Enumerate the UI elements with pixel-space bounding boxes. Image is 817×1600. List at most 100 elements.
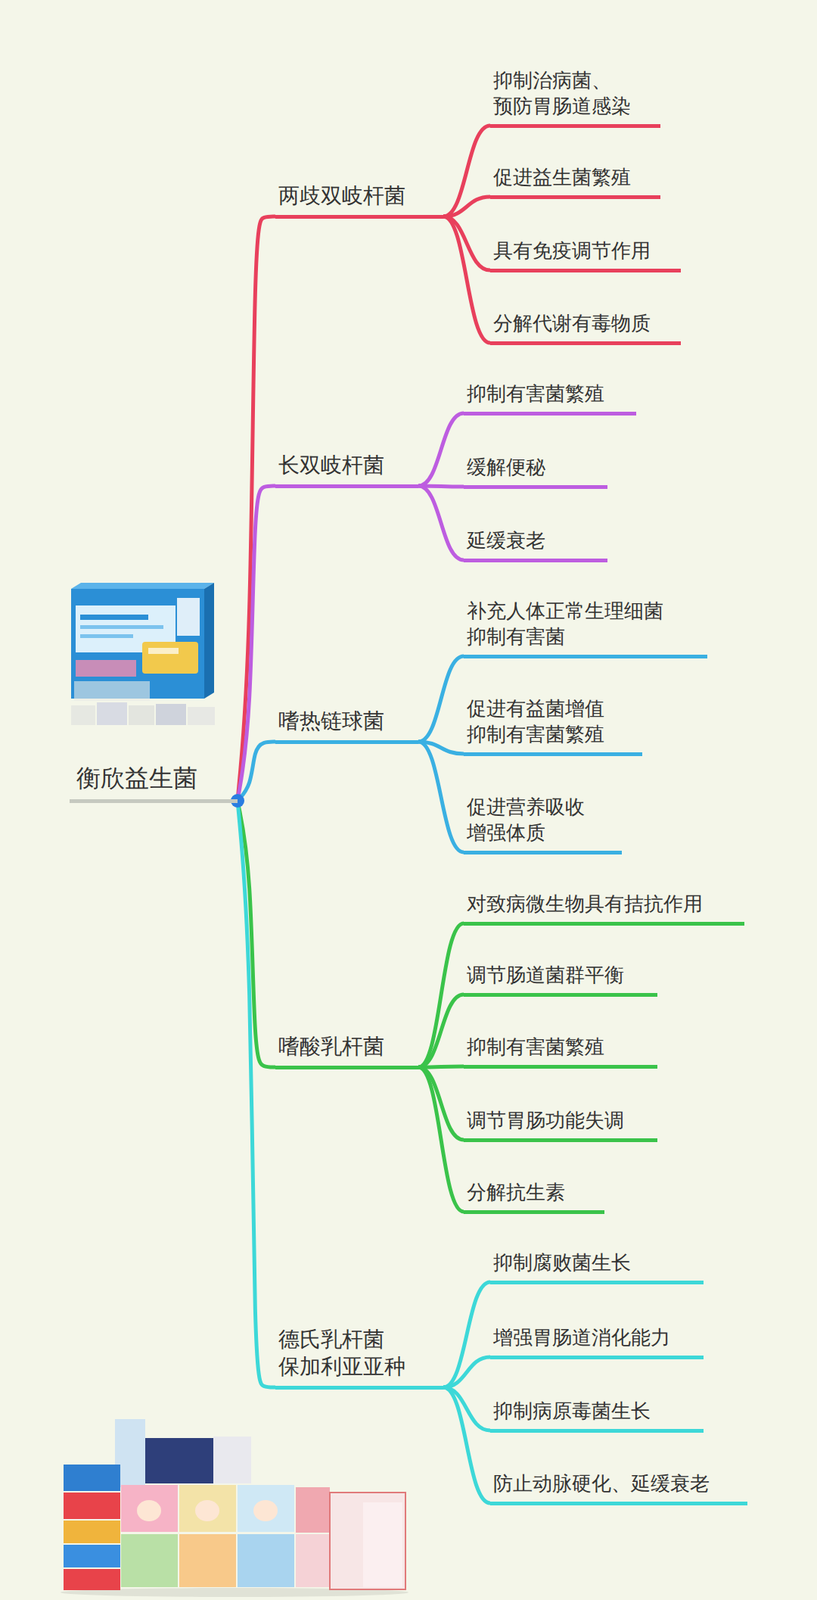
product-box: [179, 1533, 237, 1587]
blur-patch: [187, 706, 215, 725]
leaf-topic: 分解代谢有毒物质: [490, 310, 681, 345]
topic-text: 具有免疫调节作用: [493, 238, 674, 265]
topic-text: 促进益生菌繁殖: [493, 164, 653, 191]
topic-text: 调节胃肠功能失调: [466, 1107, 650, 1134]
leaf-topic: 对致病微生物具有拮抗作用: [463, 891, 745, 926]
product-box: [121, 1484, 178, 1532]
central-topic: 衡欣益生菌: [69, 762, 238, 803]
branch-line: [443, 1281, 491, 1387]
box-stripe: [80, 633, 134, 638]
product-box: [237, 1533, 295, 1587]
product-box: [63, 1491, 121, 1519]
leaf-topic: 调节肠道菌群平衡: [463, 962, 658, 997]
branch-line: [418, 1066, 464, 1212]
branch-line: [418, 655, 464, 742]
branch-line: [443, 1386, 491, 1503]
branch-line: [418, 741, 464, 852]
branch-line: [443, 216, 491, 271]
branch-topic: 德氏乳杆菌 保加利亚亚种: [275, 1325, 444, 1389]
topic-text: 防止动脉硬化、延缓衰老: [493, 1470, 740, 1497]
product-box: [295, 1486, 330, 1532]
leaf-topic: 抑制有害菌繁殖: [463, 1034, 658, 1069]
product-box: [363, 1501, 403, 1587]
branch-topic: 嗜热链球菌: [275, 707, 419, 743]
leaf-topic: 防止动脉硬化、延缓衰老: [490, 1470, 748, 1505]
product-box: [237, 1484, 295, 1532]
leaf-topic: 延缓衰老: [463, 528, 608, 563]
topic-text: 德氏乳杆菌 保加利亚亚种: [278, 1325, 436, 1381]
branch-line: [418, 485, 464, 560]
topic-text: 补充人体正常生理细菌 抑制有害菌: [466, 598, 700, 650]
blur-patch: [96, 702, 128, 725]
product-box: [145, 1437, 214, 1483]
box-stripe: [80, 614, 149, 620]
topic-text: 缓解便秘: [466, 454, 600, 481]
topic-text: 抑制有害菌繁殖: [466, 381, 629, 407]
box-top: [71, 582, 215, 589]
leaf-topic: 调节胃肠功能失调: [463, 1107, 658, 1142]
product-box: [71, 582, 215, 725]
topic-text: 抑制腐败菌生长: [493, 1249, 696, 1276]
branch-line: [443, 1356, 491, 1387]
topic-text: 长双岐杆菌: [278, 451, 411, 479]
topic-text: 分解代谢有毒物质: [493, 310, 674, 337]
product-box: [63, 1568, 121, 1590]
branch-line: [418, 413, 464, 486]
topic-text: 调节肠道菌群平衡: [466, 962, 650, 988]
branch-topic: 两歧双岐杆菌: [275, 182, 444, 218]
product-box: [121, 1533, 178, 1587]
leaf-topic: 抑制有害菌繁殖: [463, 381, 637, 416]
box-band: [75, 659, 137, 677]
blur-patch: [71, 705, 96, 725]
box-side: [204, 582, 215, 699]
leaf-topic: 促进营养吸收 增强体质: [463, 794, 622, 855]
leaf-topic: 促进有益菌增值 抑制有害菌繁殖: [463, 695, 643, 756]
sachet: [142, 641, 199, 674]
branch-line: [418, 922, 464, 1067]
leaf-topic: 具有免疫调节作用: [490, 238, 681, 273]
branch-line: [237, 485, 276, 801]
leaf-topic: 抑制病原毒菌生长: [490, 1397, 704, 1433]
product-box: [213, 1435, 252, 1483]
box-panel: [177, 597, 200, 636]
topic-text: 两歧双岐杆菌: [278, 182, 436, 210]
leaf-topic: 抑制腐败菌生长: [490, 1249, 704, 1284]
leaf-topic: 促进益生菌繁殖: [490, 164, 661, 199]
blur-patch: [128, 705, 155, 725]
topic-text: 嗜热链球菌: [278, 707, 411, 735]
topic-text: 延缓衰老: [466, 528, 600, 554]
topic-text: 抑制有害菌繁殖: [466, 1034, 650, 1060]
product-box: [179, 1484, 237, 1532]
leaf-topic: 补充人体正常生理细菌 抑制有害菌: [463, 598, 708, 659]
branch-line: [237, 800, 276, 1387]
branch-line: [443, 216, 491, 343]
topic-text: 衡欣益生菌: [76, 762, 230, 795]
sachet-label: [148, 647, 179, 654]
branch-line: [237, 800, 276, 1067]
blur-patch: [155, 703, 187, 725]
topic-text: 抑制病原毒菌生长: [493, 1397, 696, 1424]
topic-text: 分解抗生素: [466, 1179, 597, 1206]
leaf-topic: 分解抗生素: [463, 1179, 605, 1214]
topic-text: 促进营养吸收 增强体质: [466, 794, 615, 846]
product-box: [295, 1533, 330, 1587]
leaf-topic: 缓解便秘: [463, 454, 608, 489]
baby-face: [253, 1499, 278, 1521]
box-stripe: [80, 624, 164, 629]
branch-line: [443, 196, 491, 217]
topic-text: 促进有益菌增值 抑制有害菌繁殖: [466, 695, 635, 748]
product-collection: [60, 1418, 409, 1597]
baby-face: [195, 1499, 220, 1521]
branch-line: [237, 741, 276, 801]
leaf-topic: 增强胃肠道消化能力: [490, 1324, 704, 1359]
topic-text: 嗜酸乳杆菌: [278, 1032, 411, 1060]
leaf-topic: 抑制治病菌、 预防胃肠道感染: [490, 68, 661, 128]
branch-topic: 嗜酸乳杆菌: [275, 1032, 419, 1069]
branch-topic: 长双岐杆菌: [275, 451, 419, 488]
product-box: [329, 1491, 406, 1589]
topic-text: 增强胃肠道消化能力: [493, 1324, 696, 1351]
branch-line: [443, 125, 491, 217]
topic-text: 对致病微生物具有拮抗作用: [466, 891, 737, 917]
product-box: [63, 1519, 121, 1543]
